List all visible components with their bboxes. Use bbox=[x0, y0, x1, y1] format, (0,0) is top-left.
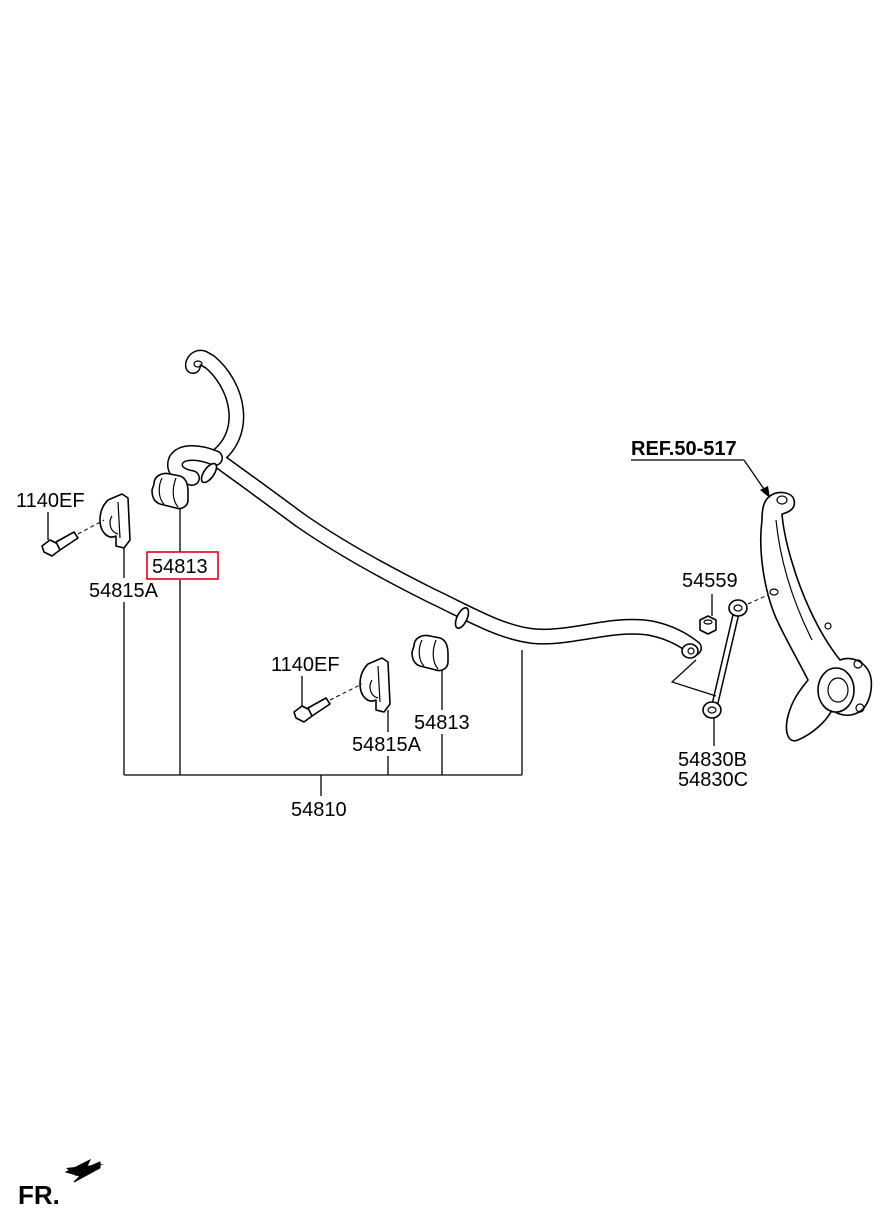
bushing-mid[interactable] bbox=[411, 634, 449, 672]
bolt-left[interactable] bbox=[41, 519, 105, 557]
label-bracket-left[interactable]: 54815A bbox=[89, 580, 159, 602]
label-bolt-mid[interactable]: 1140EF bbox=[271, 654, 340, 676]
leader-lines bbox=[47, 459, 770, 796]
label-reference[interactable]: REF.50-517 bbox=[631, 438, 737, 460]
label-bracket-mid[interactable]: 54815A bbox=[352, 734, 422, 756]
highlight-box bbox=[146, 551, 219, 580]
stabilizer-link[interactable] bbox=[670, 593, 771, 719]
stabilizer-bar[interactable] bbox=[167, 349, 702, 659]
bushing-left[interactable] bbox=[151, 472, 189, 510]
label-nut[interactable]: 54559 bbox=[682, 570, 738, 592]
label-link-b[interactable]: 54830B bbox=[678, 749, 747, 771]
bracket-left[interactable] bbox=[99, 493, 131, 549]
label-bushing-left[interactable]: 54813 bbox=[152, 556, 208, 578]
steering-knuckle[interactable] bbox=[759, 491, 873, 742]
bolt-mid[interactable] bbox=[293, 683, 363, 723]
front-label: FR. bbox=[18, 1180, 60, 1210]
label-link-c[interactable]: 54830C bbox=[678, 769, 748, 791]
label-stabilizer-bar[interactable]: 54810 bbox=[291, 799, 347, 821]
label-bushing-mid[interactable]: 54813 bbox=[414, 712, 470, 734]
bracket-mid[interactable] bbox=[359, 657, 391, 713]
label-bolt-left[interactable]: 1140EF bbox=[16, 490, 85, 512]
front-indicator: FR. bbox=[18, 1158, 104, 1210]
nut[interactable] bbox=[699, 615, 717, 635]
